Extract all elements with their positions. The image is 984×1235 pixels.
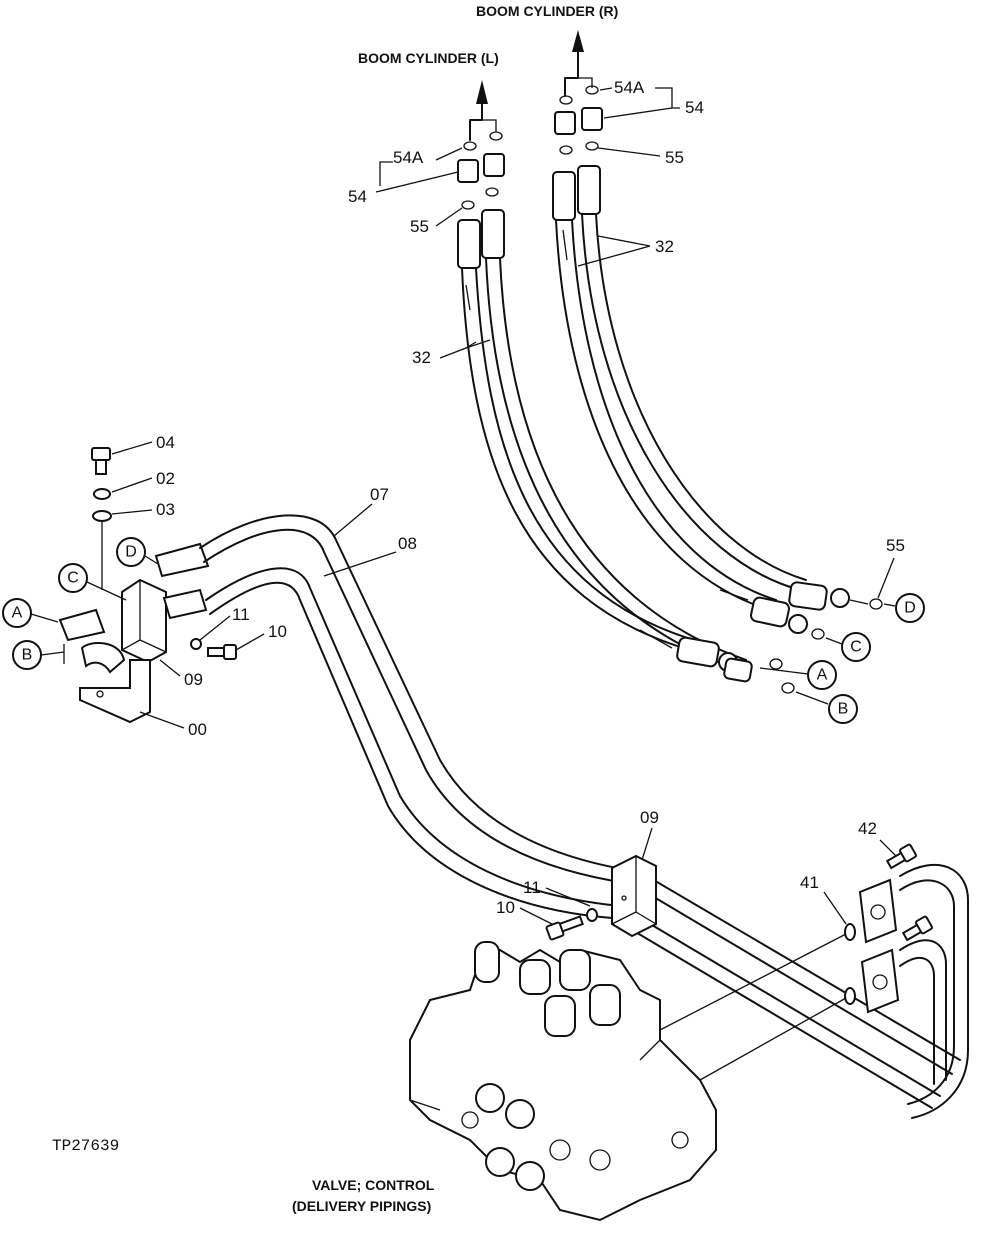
svg-text:B: B	[22, 647, 33, 664]
callout-32-left: 32	[412, 348, 431, 367]
u-pipes-right	[899, 864, 969, 1119]
callout-11-middle: 11	[523, 878, 541, 897]
port-a-left	[2, 598, 32, 628]
port-c-right	[841, 632, 871, 662]
svg-text:B: B	[838, 701, 849, 718]
svg-text:C: C	[850, 639, 862, 656]
control-valve	[409, 941, 717, 1222]
callout-54-left: 54	[348, 187, 367, 206]
callout-04: 04	[156, 433, 175, 452]
port-a-right	[807, 660, 837, 690]
pipe-07	[199, 514, 961, 1075]
callout-09-middle: 09	[640, 808, 659, 827]
callout-10-left: 10	[268, 622, 287, 641]
callout-00: 00	[188, 720, 207, 739]
callout-11-left: 11	[232, 605, 250, 624]
flange-lower	[860, 948, 900, 1014]
callout-54a-right: 54A	[614, 78, 645, 97]
title-boom-cylinder-left: BOOM CYLINDER (L)	[358, 50, 499, 66]
callout-08: 08	[398, 534, 417, 553]
callout-55-end: 55	[886, 536, 905, 555]
washer-11-middle	[586, 908, 598, 922]
washer-03	[92, 510, 112, 522]
title-boom-cylinder-right: BOOM CYLINDER (R)	[476, 3, 618, 19]
port-b-right	[828, 694, 858, 724]
callout-54-right: 54	[685, 98, 704, 117]
bracket-00	[79, 659, 151, 724]
bolt-10-left	[207, 644, 237, 660]
bolt-42	[885, 843, 933, 942]
clamp-09-middle	[611, 854, 657, 938]
left-fittings	[457, 131, 505, 210]
port-d-right	[895, 593, 925, 623]
callout-10-middle: 10	[496, 898, 515, 917]
callout-55-right: 55	[665, 148, 684, 167]
callout-54a-left: 54A	[393, 148, 424, 167]
callout-02: 02	[156, 469, 175, 488]
o-ring-41-lower	[844, 987, 856, 1005]
port-c-left	[58, 563, 88, 593]
bolt-04	[91, 447, 111, 475]
elbow-fittings-left	[58, 542, 210, 674]
washer-11-left	[190, 638, 202, 650]
figure-code: TP27639	[52, 1137, 119, 1155]
callout-32-right: 32	[655, 237, 674, 256]
svg-text:D: D	[125, 544, 137, 561]
svg-text:A: A	[12, 605, 23, 622]
washer-02	[93, 488, 111, 500]
callout-03: 03	[156, 500, 175, 519]
svg-text:A: A	[817, 667, 828, 684]
port-d-left	[116, 537, 146, 567]
svg-text:D: D	[904, 600, 916, 617]
flange-upper	[858, 878, 898, 944]
arrow-to-left-cylinder	[469, 80, 497, 141]
svg-text:C: C	[67, 570, 79, 587]
o-ring-41-upper	[844, 923, 856, 941]
valve-label-line2: (DELIVERY PIPINGS)	[292, 1198, 431, 1214]
callout-55-left: 55	[410, 217, 429, 236]
callout-42: 42	[858, 819, 877, 838]
callout-09-left: 09	[184, 670, 203, 689]
pipe-08	[205, 567, 941, 1109]
valve-label-line1: VALVE; CONTROL	[312, 1177, 435, 1193]
arrow-to-right-cylinder	[564, 30, 593, 97]
hose-assembly-32	[457, 165, 850, 683]
clamp-09-left	[121, 578, 167, 664]
bolt-10-middle	[545, 915, 584, 941]
right-fittings	[554, 85, 603, 155]
callout-41: 41	[800, 873, 819, 892]
callout-07: 07	[370, 485, 389, 504]
